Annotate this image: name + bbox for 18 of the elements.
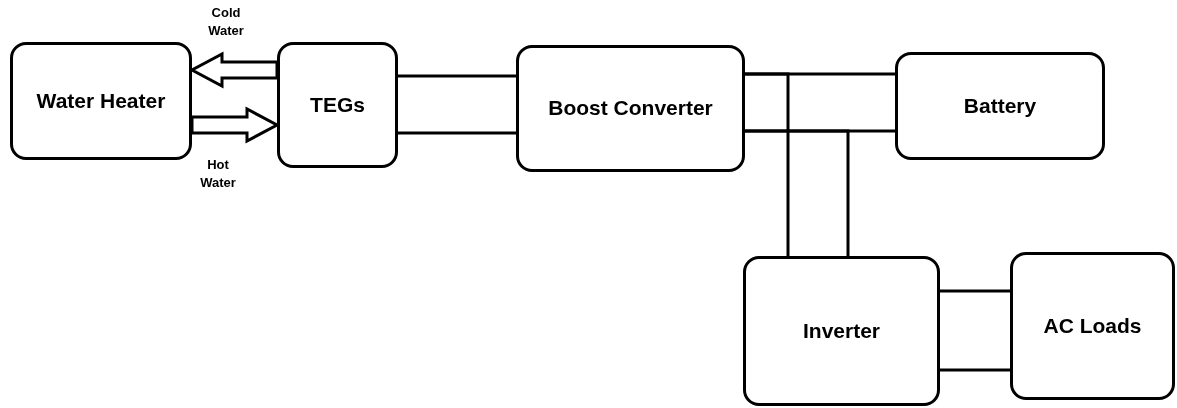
process-box	[516, 45, 745, 172]
connector-line	[940, 289, 1010, 293]
connector-line	[745, 72, 790, 256]
process-box	[743, 256, 940, 406]
process-box	[895, 52, 1105, 160]
connector-line	[398, 131, 516, 135]
box-label: Battery	[963, 92, 1037, 119]
process-box	[10, 42, 192, 160]
box-label: TEGs	[310, 91, 365, 118]
box-label: Boost Converter	[548, 95, 713, 122]
box-label: AC Loads	[1043, 312, 1142, 339]
connector-line	[745, 129, 850, 256]
box-label: Inverter	[802, 317, 880, 344]
box-label: Water Heater	[36, 87, 166, 114]
process-box	[1010, 252, 1175, 400]
connector-line	[940, 368, 1010, 372]
process-box	[277, 42, 398, 168]
connector-line	[398, 74, 516, 78]
